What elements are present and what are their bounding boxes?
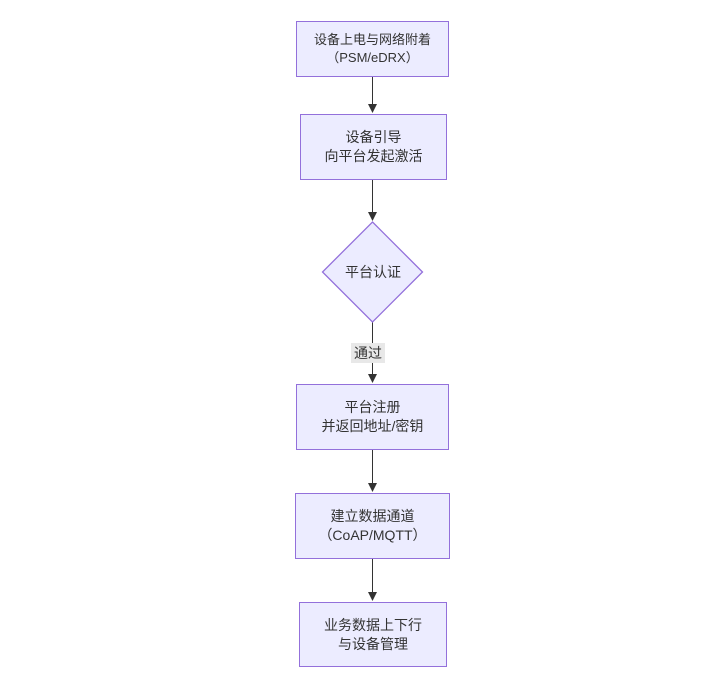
node-text-line: 业务数据上下行: [324, 616, 422, 633]
arrowhead-down-icon: [368, 592, 377, 601]
node-text-line: （CoAP/MQTT）: [318, 527, 427, 543]
node-text-line: 设备引导: [345, 129, 402, 145]
node-text-line: 与设备管理: [338, 635, 408, 652]
edge-bootstrap-to-auth: [368, 180, 377, 221]
node-data-channel: 建立数据通道 （CoAP/MQTT）: [295, 493, 450, 559]
arrowhead-down-icon: [368, 212, 377, 221]
node-text-line: 向平台发起激活: [324, 148, 423, 164]
node-platform-register: 平台注册 并返回地址/密钥: [296, 384, 449, 450]
node-auth-decision: 平台认证: [345, 264, 401, 280]
edge-register-to-channel: [368, 450, 377, 492]
arrowhead-down-icon: [368, 104, 377, 113]
edge-power-to-bootstrap: [368, 77, 377, 113]
node-text-line: （PSM/eDRX）: [326, 50, 419, 65]
edge-label-pass: 通过: [351, 343, 385, 363]
decision-diamond-shape: [321, 221, 424, 323]
arrowhead-down-icon: [368, 374, 377, 383]
node-text-line: 建立数据通道: [330, 508, 415, 524]
edge-channel-to-business: [368, 559, 377, 601]
node-power-attach: 设备上电与网络附着 （PSM/eDRX）: [296, 21, 449, 77]
node-text-line: 设备上电与网络附着: [313, 32, 431, 47]
node-text-line: 平台注册: [344, 399, 401, 415]
node-bootstrap-activate: 设备引导 向平台发起激活: [300, 114, 447, 180]
node-text-line: 并返回地址/密钥: [321, 418, 424, 434]
node-business-data: 业务数据上下行 与设备管理: [299, 602, 447, 667]
arrowhead-down-icon: [368, 483, 377, 492]
